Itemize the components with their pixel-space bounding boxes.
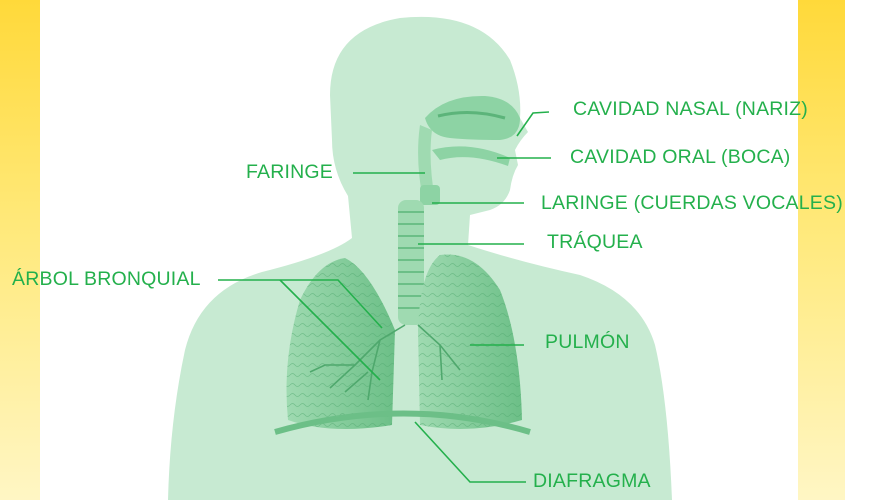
label-trachea: TRÁQUEA: [547, 231, 643, 253]
label-larynx: LARINGE (CUERDAS VOCALES): [541, 192, 843, 214]
label-pharynx: FARINGE: [246, 161, 333, 183]
label-oral-cavity: CAVIDAD ORAL (BOCA): [570, 146, 791, 168]
label-bronchial-tree: ÁRBOL BRONQUIAL: [12, 268, 201, 290]
label-diaphragm: DIAFRAGMA: [533, 470, 651, 492]
label-lung: PULMÓN: [545, 331, 630, 353]
label-nasal-cavity: CAVIDAD NASAL (NARIZ): [573, 98, 808, 120]
